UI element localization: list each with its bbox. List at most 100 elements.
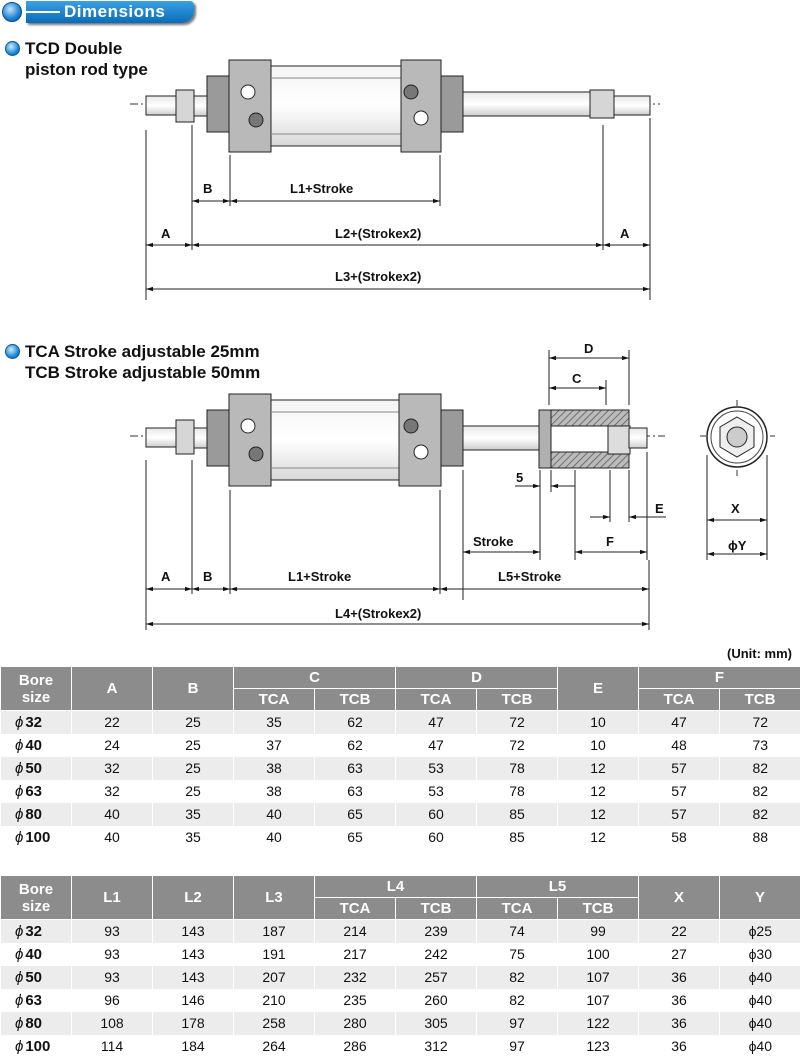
table-cell: 73 <box>718 733 800 757</box>
table-cell: 143 <box>152 965 234 989</box>
header-c-tcb: TCB <box>314 688 396 711</box>
diameter-symbol: ϕ <box>15 759 24 777</box>
bore-value: 80 <box>25 1014 43 1032</box>
header-l1: L1 <box>71 875 153 920</box>
header-f: F <box>637 666 800 689</box>
table-cell: 40 <box>233 825 315 849</box>
header-l5-tcb: TCB <box>557 897 640 920</box>
end-view-drawing <box>700 400 775 478</box>
header-bore-size: Bore size <box>0 666 72 711</box>
header-y: Y <box>719 875 800 920</box>
table-cell: 143 <box>152 942 234 966</box>
table-cell: 10 <box>557 710 639 734</box>
table-cell: 286 <box>314 1034 396 1058</box>
table-cell: 57 <box>638 756 720 780</box>
table-cell: 58 <box>638 825 720 849</box>
table-cell: 22 <box>71 710 153 734</box>
table-cell: 25 <box>152 710 234 734</box>
header-d: D <box>395 666 558 689</box>
table-cell: 57 <box>638 779 720 803</box>
table-cell: 53 <box>395 756 477 780</box>
table-cell: 36 <box>638 965 720 989</box>
table-cell: 65 <box>314 825 396 849</box>
bore-value: 50 <box>25 968 43 986</box>
dim-label-e: E <box>655 501 664 516</box>
diameter-symbol: ϕ <box>15 945 24 963</box>
table-cell: 82 <box>476 988 558 1012</box>
table-cell: 97 <box>476 1034 558 1058</box>
table-cell: 40 <box>233 802 315 826</box>
table-cell: 264 <box>233 1034 315 1058</box>
dimension-drawings: B L1+Stroke A L2+(Strokex2) A L3+(Stroke… <box>130 59 775 630</box>
table-cell: 143 <box>152 919 234 943</box>
table-cell: 82 <box>718 756 800 780</box>
table-cell: 12 <box>557 756 639 780</box>
bore-value: 80 <box>25 805 43 823</box>
table-cell: 25 <box>152 779 234 803</box>
dim-label-b: B <box>203 569 212 584</box>
header-l5-tca: TCA <box>476 897 559 920</box>
table-cell: 85 <box>476 825 558 849</box>
table-cell: 97 <box>476 1011 558 1035</box>
table-cell: 122 <box>557 1011 639 1035</box>
diameter-symbol: ϕ <box>15 782 24 800</box>
header-bullet-icon <box>2 2 22 22</box>
table-cell: 280 <box>314 1011 396 1035</box>
spec-table-1: Bore size A B C D E F TCA TCB TCA TCB TC… <box>0 666 800 849</box>
bore-value: 40 <box>25 945 43 963</box>
table-cell: 214 <box>314 919 396 943</box>
table-cell: 63 <box>314 779 396 803</box>
header-f-tcb: TCB <box>718 688 800 711</box>
table-cell: 82 <box>718 779 800 803</box>
table-cell: 239 <box>394 919 477 943</box>
header-l3: L3 <box>233 875 315 920</box>
tca-tcb-cylinder-drawing <box>130 393 665 487</box>
table-cell: 114 <box>71 1034 153 1058</box>
header-a: A <box>71 666 153 711</box>
table-cell: 99 <box>557 919 639 943</box>
table-cell: 178 <box>152 1011 234 1035</box>
bullet-icon <box>5 41 20 56</box>
dim-label-c: C <box>572 371 582 386</box>
table-cell: 47 <box>638 710 720 734</box>
table-cell: 36 <box>638 988 720 1012</box>
dim-label-l1-stroke: L1+Stroke <box>290 181 353 196</box>
dim-label-x: X <box>731 501 740 516</box>
diameter-symbol: ϕ <box>15 713 24 731</box>
table-cell: 60 <box>395 802 477 826</box>
bore-value: 100 <box>25 828 51 846</box>
header-bore: Bore <box>18 671 54 689</box>
diameter-symbol: ϕ <box>15 736 24 754</box>
table-cell: 22 <box>638 919 720 943</box>
table-cell: 184 <box>152 1034 234 1058</box>
table-cell: 48 <box>638 733 720 757</box>
table-cell: 191 <box>233 942 315 966</box>
dim-label-5: 5 <box>516 470 523 485</box>
dim-label-stroke: Stroke <box>473 534 513 549</box>
table-cell: 36 <box>638 1034 720 1058</box>
spec-table-2: Bore size L1 L2 L3 L4 L5 X Y TCA TCB TCA… <box>0 875 800 1058</box>
table-cell: 72 <box>718 710 800 734</box>
table-cell: 260 <box>394 988 477 1012</box>
header-l5: L5 <box>476 875 640 898</box>
dim-label-l3: L3+(Strokex2) <box>335 269 421 284</box>
table-cell: 210 <box>233 988 315 1012</box>
table-cell: 257 <box>394 965 477 989</box>
dim-label-l4: L4+(Strokex2) <box>335 606 421 621</box>
table-cell: 107 <box>557 988 639 1012</box>
header-l4: L4 <box>313 875 478 898</box>
section1-title-line2: piston rod type <box>25 60 148 79</box>
